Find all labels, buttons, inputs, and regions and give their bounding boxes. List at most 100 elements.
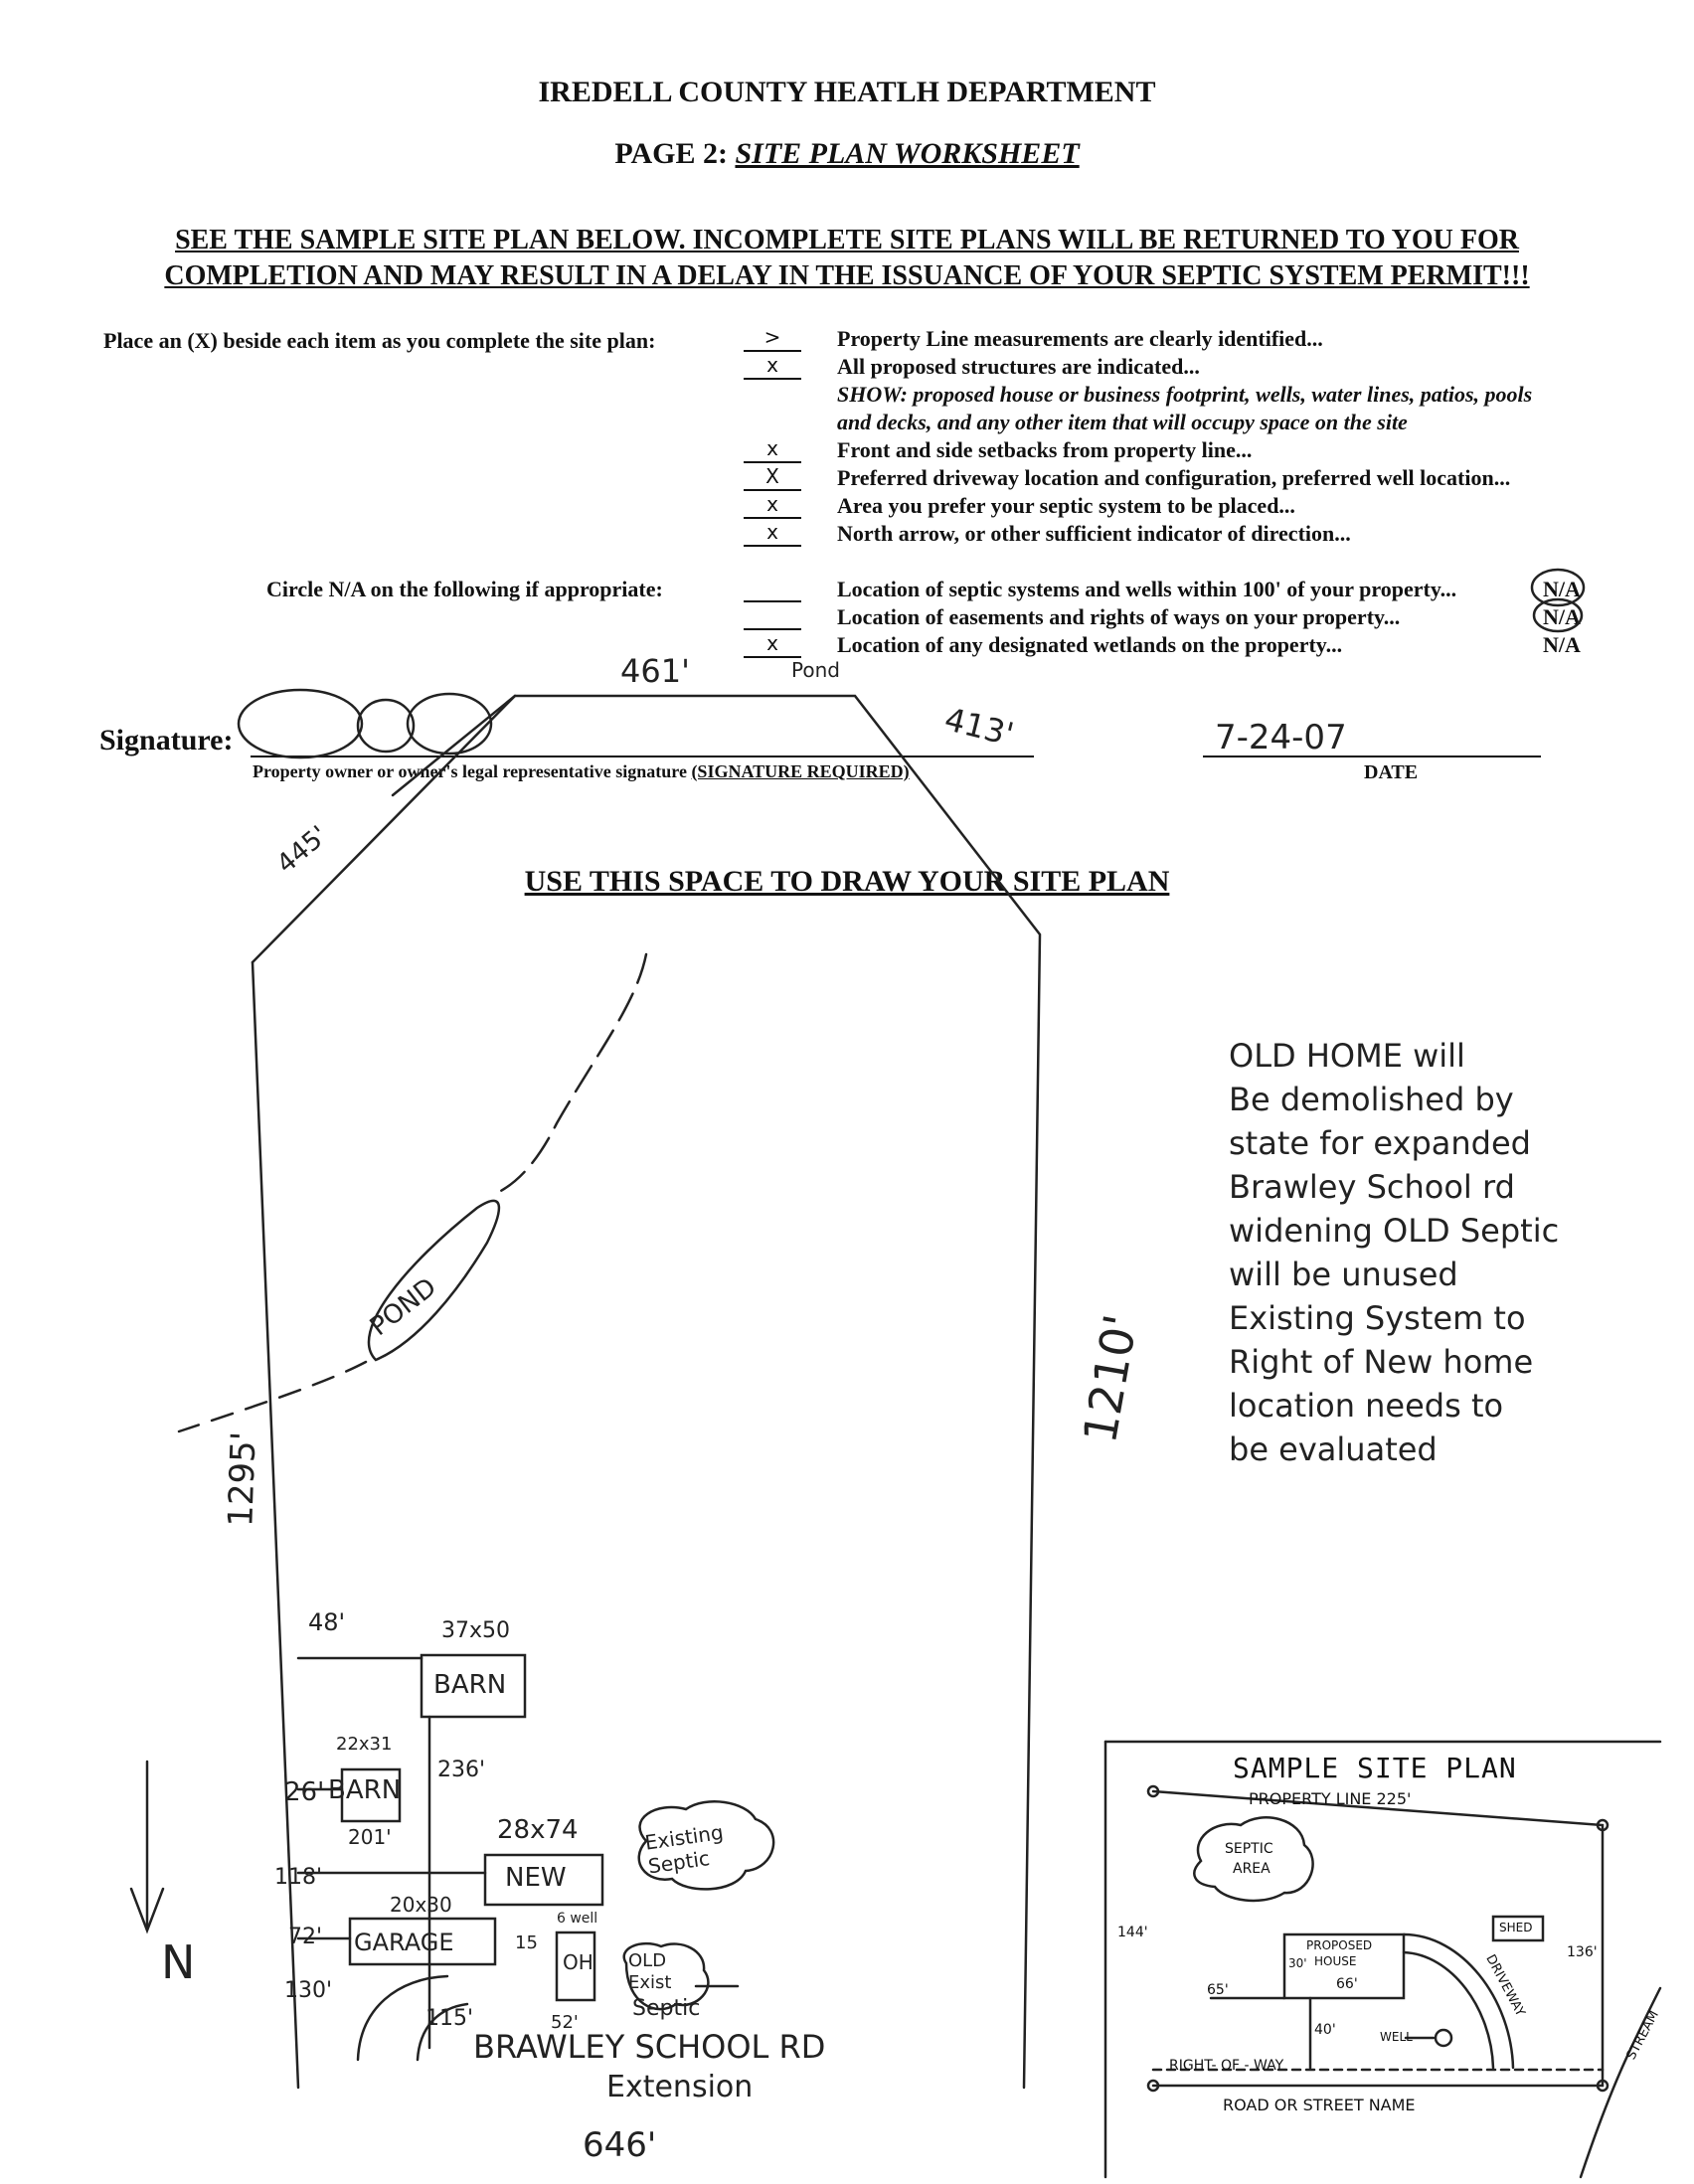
- road-label: BRAWLEY SCHOOL RD: [473, 2028, 826, 2066]
- stream-line-lower: [177, 1360, 368, 1433]
- sample-proposed-2: HOUSE: [1314, 1954, 1357, 1968]
- checklist-item-1: Property Line measurements are clearly i…: [837, 326, 1323, 351]
- sample-road-label: ROAD OR STREET NAME: [1223, 2096, 1416, 2114]
- sample-septic-2: AREA: [1233, 1861, 1270, 1877]
- old-septic-label: Septic: [632, 1996, 701, 2021]
- sample-setback-side-label: 65': [1207, 1982, 1229, 1998]
- check-blank-4[interactable]: X: [744, 465, 801, 491]
- signature-caption: Property owner or owner's legal represen…: [253, 761, 910, 782]
- dim-201: 201': [348, 1825, 392, 1849]
- warning-line-1: SEE THE SAMPLE SITE PLAN BELOW. INCOMPLE…: [175, 225, 1519, 255]
- dim-130: 130': [284, 1978, 333, 2003]
- signature-scribble-2: [356, 698, 416, 754]
- worksheet-title: SITE PLAN WORKSHEET: [735, 137, 1080, 170]
- checklist-item-3: Front and side setbacks from property li…: [837, 437, 1253, 462]
- sample-shed: [1491, 1915, 1545, 1942]
- sample-setback-front-label: 40': [1314, 2022, 1336, 2038]
- note-line-2: Be demolished by: [1229, 1081, 1514, 1118]
- checklist-item-2: All proposed structures are indicated...: [837, 354, 1200, 379]
- sample-stream: [1579, 1986, 1662, 2179]
- note-line-7: Existing System to: [1229, 1299, 1526, 1337]
- note-line-8: Right of New home: [1229, 1343, 1534, 1381]
- driveway-curve: [356, 1974, 449, 2062]
- note-line-1: OLD HOME will: [1229, 1037, 1465, 1075]
- extension-label: Extension: [606, 2070, 754, 2104]
- sample-proposed-1: PROPOSED: [1306, 1938, 1373, 1952]
- sample-corner-1: [1146, 1784, 1160, 1798]
- na-blank-3[interactable]: x: [744, 632, 801, 658]
- sample-driveway-inner: [1402, 1950, 1495, 2070]
- sample-septic-cloud: [1193, 1816, 1314, 1903]
- sample-corner-2: [1596, 1818, 1609, 1832]
- pond-top-label: Pond: [791, 658, 840, 682]
- na-option-2[interactable]: N/A: [1543, 604, 1581, 629]
- sample-house-depth: 30': [1288, 1956, 1307, 1970]
- dim-236: 236': [437, 1758, 486, 1782]
- sample-corner-3: [1596, 2079, 1609, 2093]
- checklist-item-5: Area you prefer your septic system to be…: [837, 493, 1295, 518]
- barn-1-outline: [420, 1653, 527, 1719]
- dim-115: 115': [425, 2006, 474, 2031]
- barn-2-size: 22x31: [336, 1734, 393, 1755]
- stream-line: [495, 952, 648, 1195]
- signature-label: Signature:: [99, 724, 234, 756]
- pond-outline: [367, 1199, 501, 1362]
- warning-line-2: COMPLETION AND MAY RESULT IN A DELAY IN …: [164, 260, 1530, 291]
- sample-well-label: WELL: [1380, 2030, 1413, 2044]
- signature-scribble-3: [406, 692, 493, 756]
- dim-top: 461': [620, 652, 690, 690]
- dim-118: 118': [274, 1865, 323, 1890]
- sample-corner-4: [1146, 2079, 1160, 2093]
- signature-line[interactable]: [251, 756, 1034, 757]
- na-item-3: Location of any designated wetlands on t…: [837, 632, 1343, 657]
- old-exist-label: OLD Exist: [628, 1950, 672, 1993]
- na-item-2: Location of easements and rights of ways…: [837, 604, 1401, 629]
- old-home-outline: [555, 1931, 596, 2002]
- checklist-show-line-1: SHOW: proposed house or business footpri…: [837, 382, 1533, 407]
- sample-right-of-way-label: RIGHT- OF - WAY: [1169, 2058, 1284, 2074]
- sample-property: [1151, 1789, 1605, 2088]
- sample-house-width: 66': [1336, 1976, 1358, 1992]
- na-blank-2[interactable]: [744, 604, 801, 630]
- sample-right-dim: 136': [1567, 1944, 1598, 1960]
- old-septic-cloud: [622, 1941, 710, 2011]
- old-home-label: OH: [563, 1950, 593, 1974]
- na-option-1[interactable]: N/A: [1543, 577, 1581, 601]
- barn-1-label: BARN: [433, 1670, 507, 1700]
- dim-48: 48': [308, 1608, 346, 1636]
- garage-outline: [348, 1917, 497, 1966]
- barn-2-outline: [340, 1767, 402, 1823]
- check-blank-2[interactable]: x: [744, 354, 801, 380]
- check-blank-3[interactable]: x: [744, 437, 801, 463]
- dim-left: 1295': [221, 1430, 264, 1528]
- date-label: DATE: [1364, 761, 1419, 783]
- north-label: N: [161, 1935, 195, 1989]
- sample-septic-1: SEPTIC: [1225, 1841, 1273, 1857]
- property-line: [251, 694, 1042, 2090]
- check-blank-6[interactable]: x: [744, 521, 801, 547]
- new-home-outline: [483, 1853, 604, 1907]
- sample-shed-label: SHED: [1499, 1921, 1533, 1934]
- na-option-3[interactable]: N/A: [1543, 632, 1581, 657]
- north-arrow-head: [129, 1887, 165, 1934]
- note-line-10: be evaluated: [1229, 1430, 1438, 1468]
- garage-size: 20x30: [390, 1893, 452, 1917]
- driveway-curve-2: [416, 2002, 469, 2062]
- note-line-4: Brawley School rd: [1229, 1168, 1515, 1206]
- sample-house: [1282, 1932, 1406, 2000]
- property-line-left: [251, 960, 300, 2090]
- signature-caption-text: Property owner or owner's legal represen…: [253, 761, 687, 781]
- na-blank-1[interactable]: [744, 577, 801, 602]
- check-blank-5[interactable]: x: [744, 493, 801, 519]
- sample-property-line: PROPERTY LINE 225': [1249, 1789, 1412, 1808]
- check-blank-1[interactable]: >: [744, 326, 801, 352]
- property-line-extension: [391, 694, 517, 797]
- checklist-item-6: North arrow, or other sufficient indicat…: [837, 521, 1351, 546]
- date-line[interactable]: [1203, 756, 1541, 757]
- page-prefix: PAGE 2:: [614, 137, 728, 170]
- well-label: 6 well: [557, 1911, 598, 1927]
- barn-1-size: 37x50: [441, 1618, 511, 1643]
- checklist-item-4: Preferred driveway location and configur…: [837, 465, 1511, 490]
- na-instruction: Circle N/A on the following if appropria…: [266, 577, 663, 601]
